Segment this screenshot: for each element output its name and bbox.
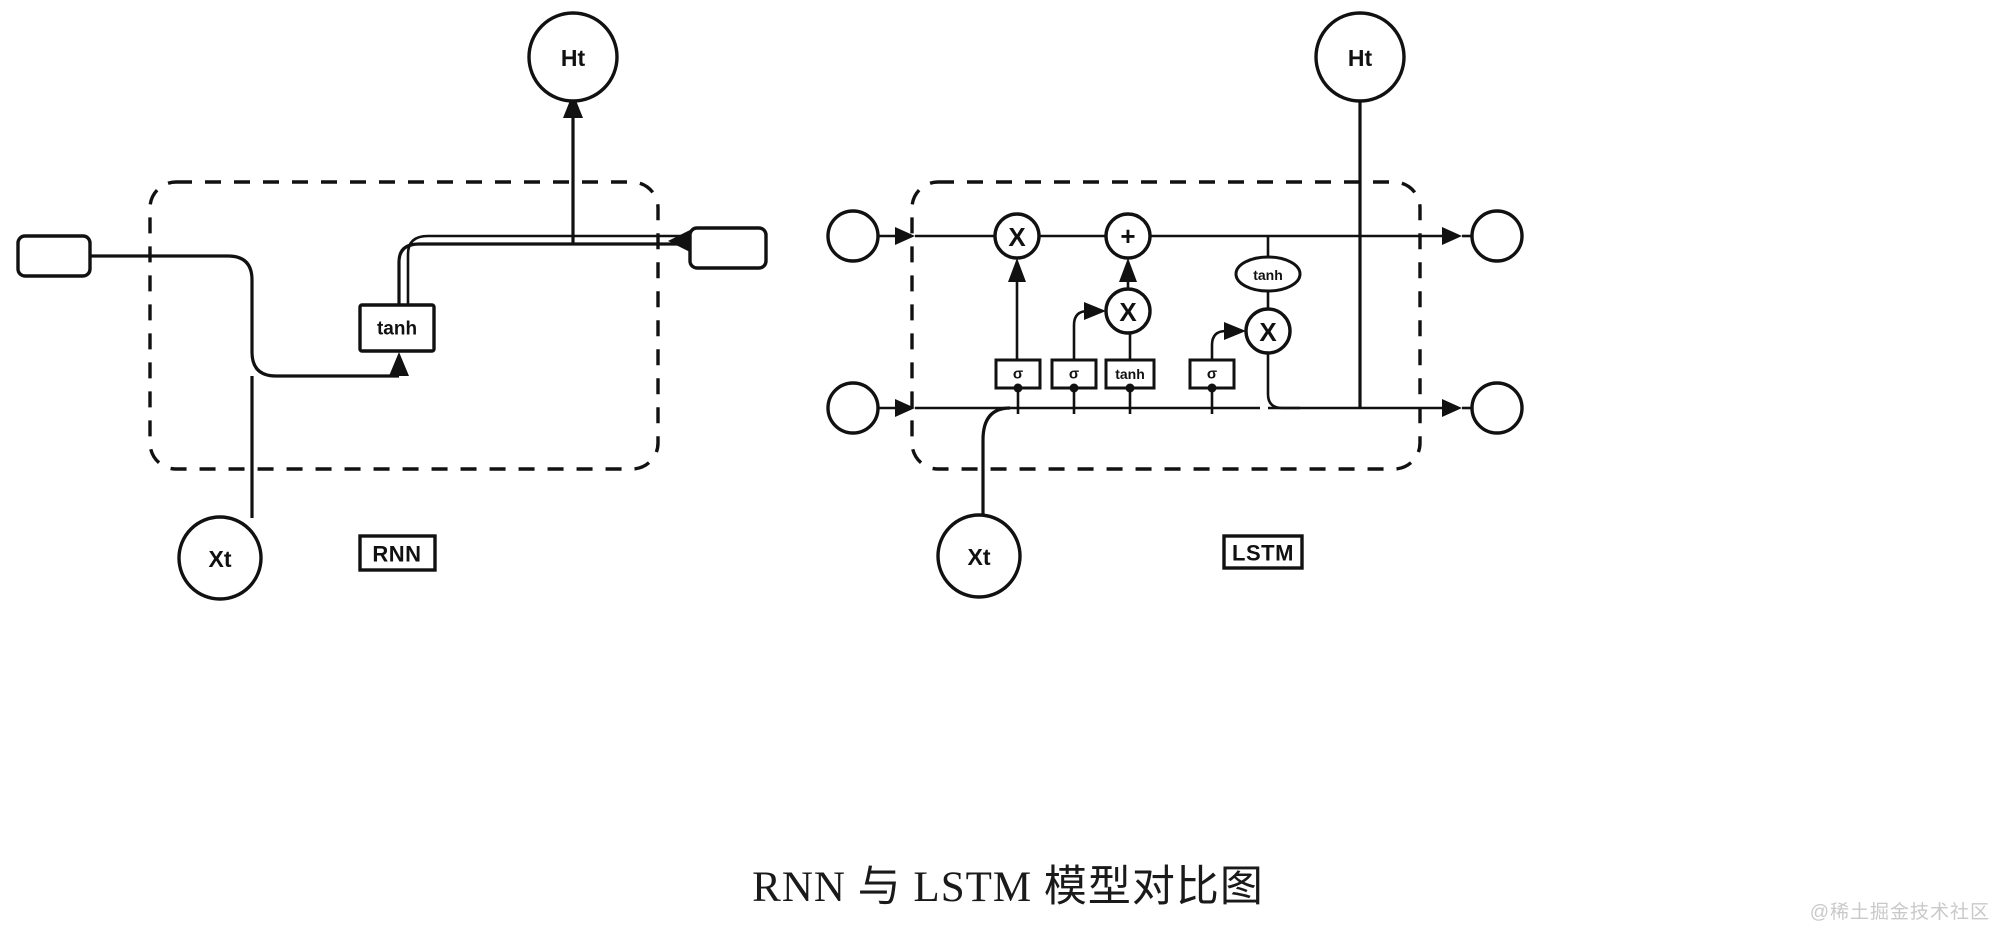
rnn-state-out-arrowhead [668, 230, 690, 252]
rnn-xt-node [177, 515, 263, 601]
rnn-hidden-out-path [397, 242, 690, 305]
lstm-hidden-state-in-arrowhead [895, 399, 915, 417]
lstm-forget-gate-label: σ [1013, 366, 1023, 383]
lstm-cell-state-out-arrowhead [1442, 227, 1462, 245]
lstm-output-multiply-down-line [1266, 353, 1300, 410]
rnn-ht-arrowhead [563, 93, 583, 118]
rnn-xt-label: Xt [209, 546, 232, 572]
lstm-gate-row: σ σ tanh σ [994, 358, 1236, 390]
rnn-diagram: tanh Ht Xt RNN [16, 11, 768, 601]
lstm-input-gate-up-line [1072, 309, 1092, 360]
lstm-junction-dot-output [1207, 383, 1217, 393]
rnn-tag-label: RNN [372, 542, 421, 567]
lstm-junction-dot-input [1069, 383, 1079, 393]
rnn-state-out-box [688, 226, 768, 270]
lstm-junction-dot-candidate [1125, 383, 1135, 393]
figure-caption: RNN 与 LSTM 模型对比图 [752, 864, 1264, 911]
lstm-diagram: X + X X tanh σ σ tanh σ [826, 11, 1524, 599]
rnn-recurrent-path [90, 254, 399, 378]
lstm-input-multiply-label: X [1119, 297, 1137, 327]
lstm-cell-state-in-node [826, 209, 880, 263]
lstm-xt-label: Xt [968, 544, 991, 570]
lstm-input-gate-arrowhead [1084, 302, 1106, 320]
lstm-output-gate-arrowhead [1224, 322, 1246, 340]
lstm-xt-node [936, 513, 1022, 599]
lstm-cell-state-out-node [1470, 209, 1524, 263]
lstm-candidate-gate-label: tanh [1115, 366, 1145, 382]
lstm-junction-dot-forget [1013, 383, 1023, 393]
lstm-xt-path [981, 406, 1011, 516]
lstm-hidden-state-in-node [826, 381, 880, 435]
rnn-ht-node [527, 11, 619, 103]
lstm-input-gate-label: σ [1069, 366, 1079, 383]
lstm-add-label: + [1120, 221, 1135, 251]
watermark: @稀土掘金技术社区 [1809, 902, 1990, 923]
rnn-hidden-out-path-2 [406, 234, 690, 305]
lstm-output-gate-label: σ [1207, 366, 1217, 383]
lstm-tag-label: LSTM [1232, 541, 1294, 566]
rnn-ht-label: Ht [561, 45, 586, 71]
lstm-ht-node [1314, 11, 1406, 103]
lstm-hidden-state-out-node [1470, 381, 1524, 435]
rnn-tanh-input-arrowhead [389, 352, 409, 376]
lstm-hidden-state-out-arrowhead [1442, 399, 1462, 417]
lstm-forget-multiply-label: X [1008, 222, 1026, 252]
rnn-cell-boundary [148, 180, 660, 471]
lstm-cell-tanh-label: tanh [1253, 267, 1283, 283]
lstm-tag-box [1222, 534, 1304, 570]
rnn-tanh-box [358, 303, 436, 353]
rnn-state-in-box [16, 234, 92, 278]
lstm-cell-boundary [910, 180, 1422, 471]
lstm-ht-label: Ht [1348, 45, 1373, 71]
lstm-cell-state-in-arrowhead [895, 227, 915, 245]
lstm-forget-gate-arrowhead [1008, 258, 1026, 282]
lstm-add-input-arrowhead [1119, 258, 1137, 282]
rnn-tanh-label: tanh [377, 319, 417, 340]
rnn-tag-box [358, 534, 437, 572]
lstm-forget-gate-box [994, 358, 1042, 390]
lstm-output-multiply-label: X [1259, 317, 1277, 347]
